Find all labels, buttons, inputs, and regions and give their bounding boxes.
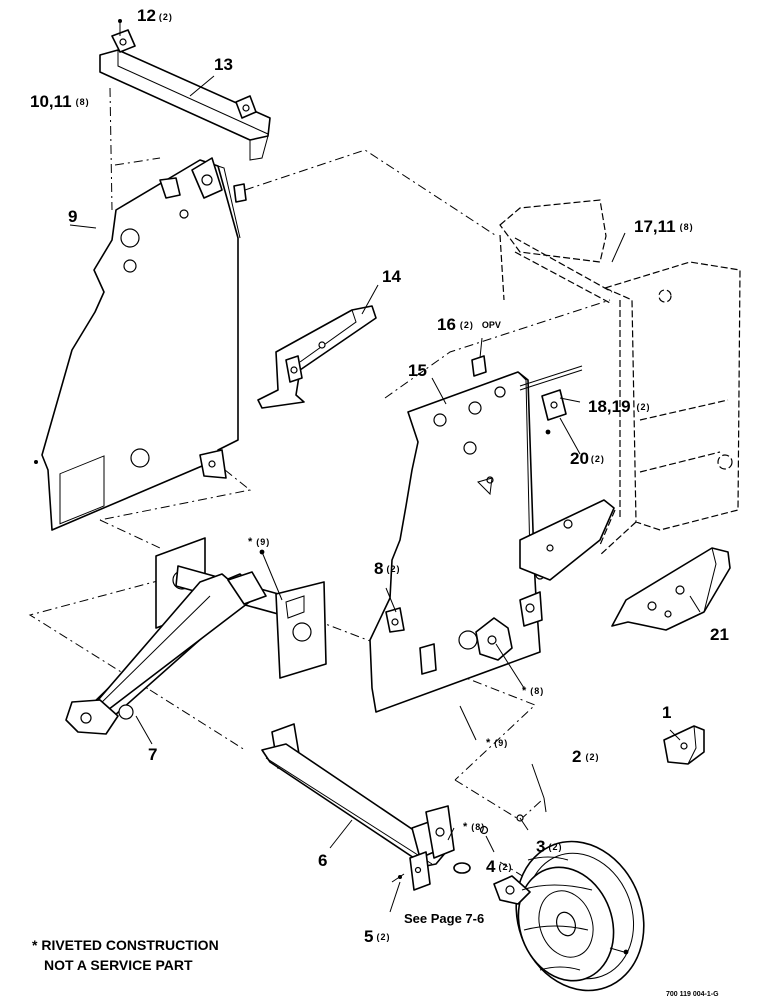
part-16-18-19-20-hardware	[471, 355, 583, 435]
drawing-code: 700 119 004-1-G	[666, 991, 719, 998]
label-3: 3(2)	[536, 837, 562, 856]
footnote-line-2: NOT A SERVICE PART	[44, 957, 193, 973]
part-1-bracket	[663, 725, 705, 765]
label-20: 20(2)	[570, 449, 605, 468]
assembly-center-lines	[28, 87, 626, 956]
label-13: 13	[214, 55, 233, 74]
label-17-11: 17,11(8)	[634, 217, 694, 236]
label-12: 12(2)	[137, 6, 173, 25]
label-15: 15	[408, 361, 427, 380]
label-18-19: 18,19(2)	[588, 397, 651, 416]
label-star-8-frame: *(8)	[522, 685, 544, 697]
part-17-ghost-frame	[499, 199, 741, 556]
part-6-axle	[261, 723, 471, 891]
label-8: 8(2)	[374, 559, 400, 578]
label-star-8-axle: *(8)	[463, 821, 485, 833]
part-21-bracket	[611, 547, 731, 631]
label-star-9-bottom: *(9)	[486, 737, 508, 749]
label-16: 16(2)OPV	[437, 315, 501, 334]
label-9: 9	[68, 207, 77, 226]
label-5: 5(2)	[364, 927, 390, 946]
part-14-mounting-bracket	[257, 305, 377, 409]
label-14: 14	[382, 267, 401, 286]
label-10-11: 10,11(8)	[30, 92, 90, 111]
label-21: 21	[710, 625, 729, 644]
label-4: 4(2)	[486, 857, 512, 876]
label-1: 1	[662, 703, 671, 722]
leader-lines	[69, 75, 701, 913]
part-15-arm	[519, 499, 615, 581]
label-star-9-top: *(9)	[248, 536, 270, 548]
part-labels: 12(2) 13 10,11(8) 9 14 16(2)OPV 15 17,11…	[30, 6, 729, 946]
part-15-right-side-sheet	[369, 371, 545, 713]
wheel-assembly	[493, 840, 645, 992]
label-7: 7	[148, 745, 157, 764]
part-7-tongue	[65, 537, 327, 735]
label-2: 2(2)	[572, 747, 599, 766]
see-page-reference: See Page 7-6	[404, 911, 484, 926]
part-13-top-channel	[99, 19, 271, 161]
part-9-left-side-sheet	[34, 157, 247, 531]
label-6: 6	[318, 851, 327, 870]
footnote-line-1: * RIVETED CONSTRUCTION	[32, 937, 219, 953]
